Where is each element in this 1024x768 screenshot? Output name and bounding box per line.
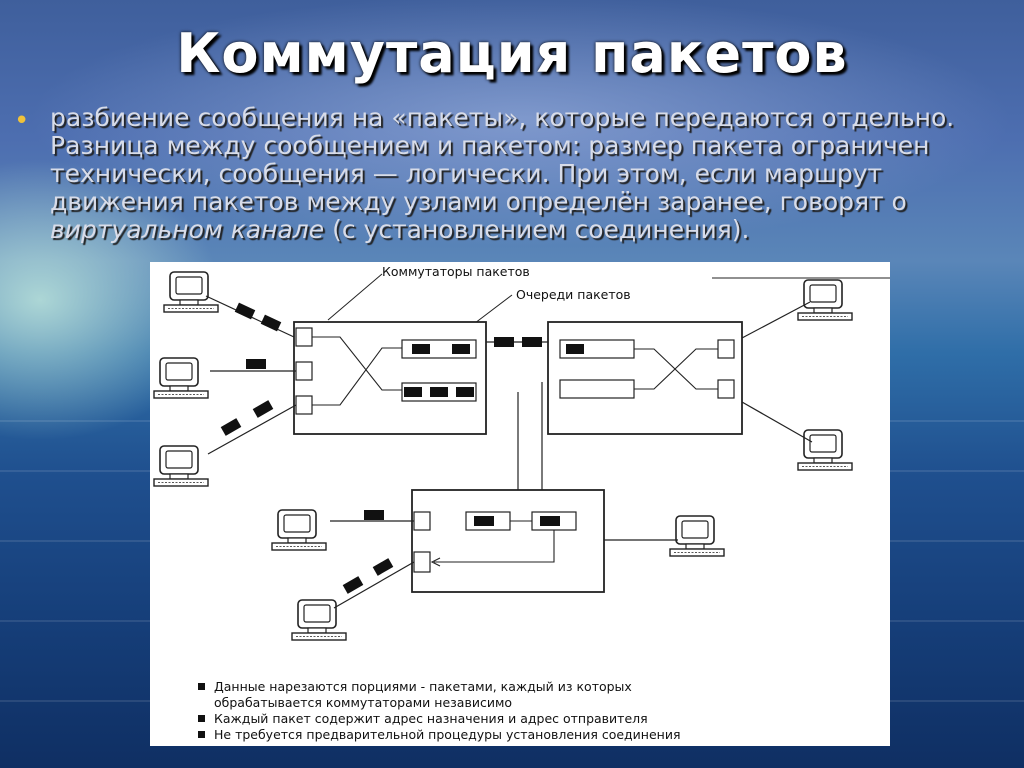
- packet: [234, 302, 256, 320]
- legend-line: Не требуется предварительной процедуры у…: [214, 727, 680, 742]
- computer-icon: [797, 429, 853, 471]
- text-part: разбиение сообщения на «пакеты», которые…: [50, 103, 955, 216]
- switch-bottom: [411, 489, 605, 593]
- switch-fabric: [312, 336, 402, 406]
- computer-icon: [153, 445, 209, 487]
- legend-bullet: [198, 731, 205, 738]
- packet: [220, 418, 242, 436]
- label-pointer: [327, 273, 383, 321]
- packet: [364, 510, 384, 520]
- link: [207, 404, 297, 455]
- packet: [252, 400, 274, 418]
- packet: [494, 337, 514, 347]
- queues-label: Очереди пакетов: [516, 287, 631, 302]
- bullet-icon: •: [14, 106, 30, 136]
- packet: [342, 576, 364, 594]
- arrow-head: [430, 557, 441, 567]
- port: [295, 361, 313, 381]
- port: [295, 395, 313, 415]
- link: [741, 301, 811, 339]
- legend-line: Каждый пакет содержит адрес назначения и…: [214, 711, 648, 726]
- port: [413, 551, 431, 573]
- packet: [566, 344, 584, 354]
- switch-left: [293, 321, 487, 435]
- packet: [260, 314, 282, 332]
- legend-line: обрабатывается коммутаторами независимо: [214, 695, 512, 710]
- packet: [456, 387, 474, 397]
- packet: [404, 387, 422, 397]
- packet: [372, 558, 394, 576]
- text-italic: виртуальном канале: [50, 215, 325, 244]
- switch-fabric: [634, 348, 718, 390]
- port: [717, 379, 735, 399]
- text-part: (с установлением соединения).: [324, 215, 750, 244]
- computer-icon: [797, 279, 853, 321]
- computer-icon: [669, 515, 725, 557]
- bullet-text: разбиение сообщения на «пакеты», которые…: [50, 104, 990, 244]
- switch-fabric: [434, 530, 555, 563]
- link: [741, 401, 813, 443]
- packet-switching-diagram: Коммутаторы пакетов Очереди пакетов: [150, 262, 890, 746]
- port: [295, 327, 313, 347]
- switches-label: Коммутаторы пакетов: [382, 264, 530, 279]
- switch-right: [547, 321, 743, 435]
- legend-line: Данные нарезаются порциями - пакетами, к…: [214, 679, 632, 694]
- packet: [452, 344, 470, 354]
- packet: [412, 344, 430, 354]
- legend-bullet: [198, 683, 205, 690]
- link: [333, 561, 415, 609]
- packet: [430, 387, 448, 397]
- slide-title: Коммутация пакетов: [176, 22, 848, 85]
- computer-icon: [163, 271, 219, 313]
- legend-bullet: [198, 715, 205, 722]
- packet: [540, 516, 560, 526]
- queue: [559, 379, 635, 399]
- port: [717, 339, 735, 359]
- computer-icon: [153, 357, 209, 399]
- packet: [522, 337, 542, 347]
- packet: [246, 359, 266, 369]
- computer-icon: [271, 509, 327, 551]
- packet: [474, 516, 494, 526]
- port: [413, 511, 431, 531]
